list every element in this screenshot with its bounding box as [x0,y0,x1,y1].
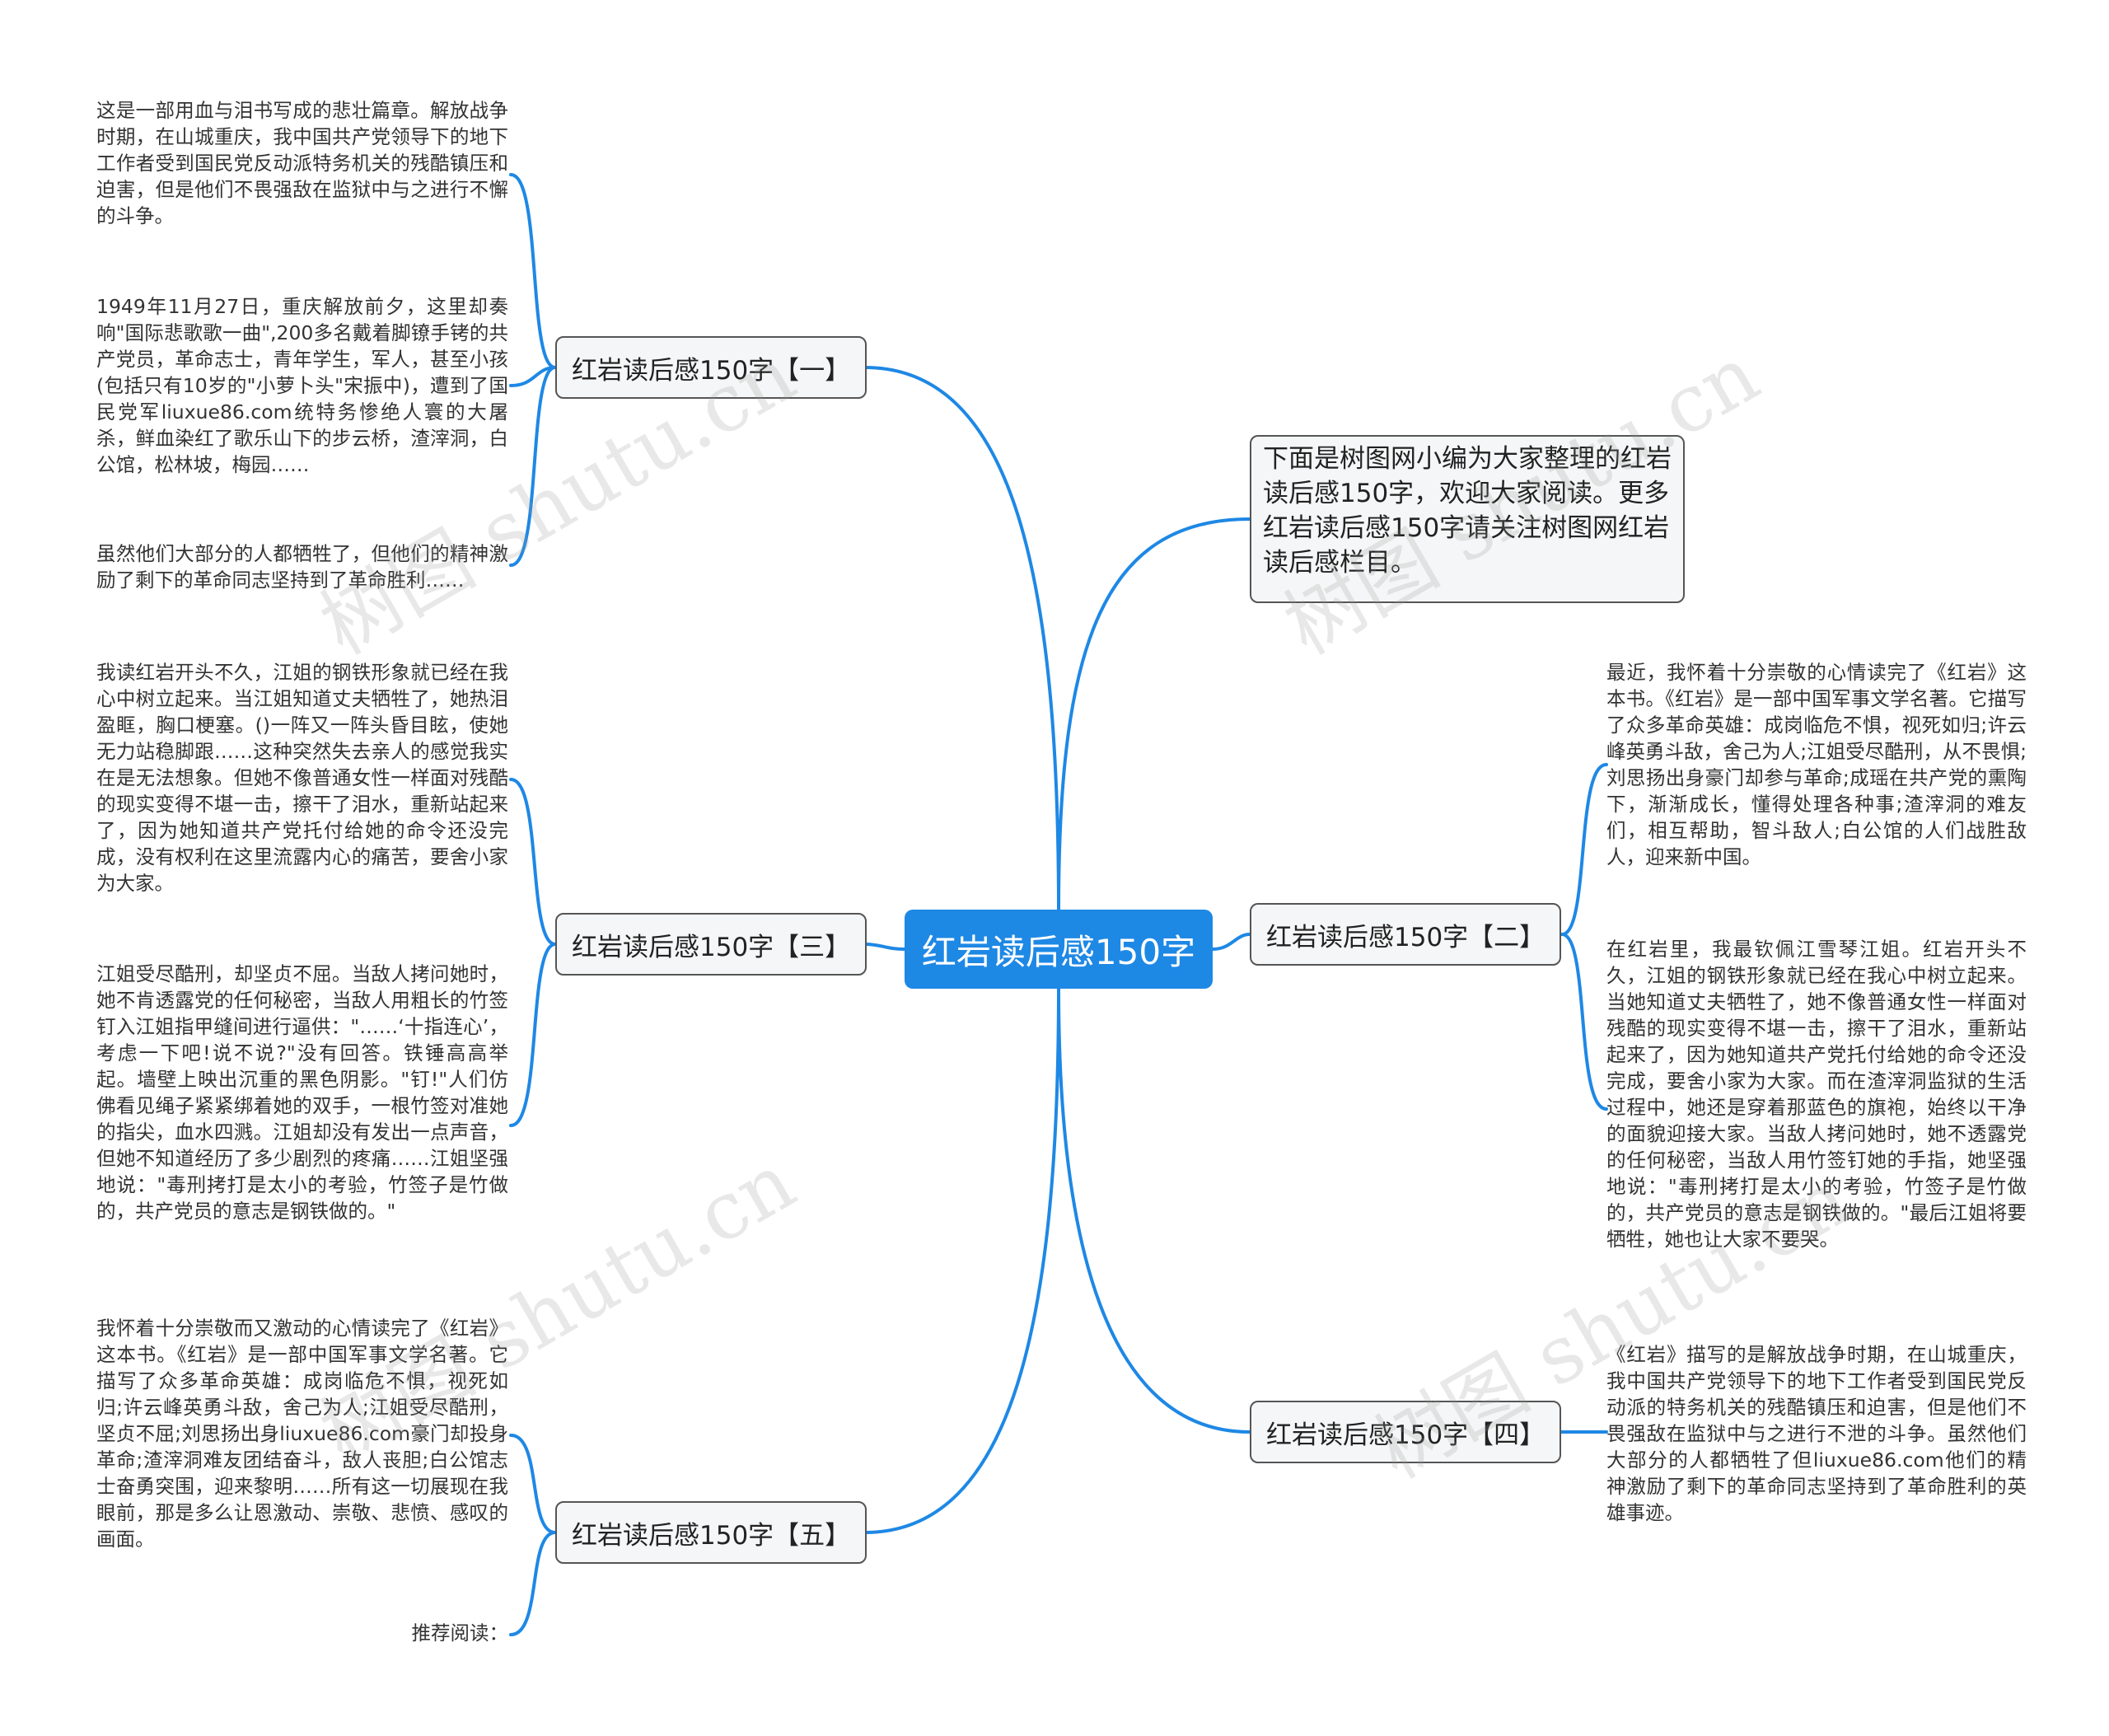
connector-b5-leaf2 [509,1531,557,1636]
connector-b3-leaf1 [509,778,557,946]
branch-label: 红岩读后感150字【二】 [1266,922,1546,952]
connector-b3-leaf2 [509,943,557,1127]
connector-root-b5 [863,987,1060,1534]
branch-label: 红岩读后感150字【五】 [572,1520,851,1551]
leaf-text: 推荐阅读： [411,1621,509,1645]
leaf-text: 虽然他们大部分的人都牺牲了，但他们的精神激励了剩下的革命同志坚持到了革命胜利…… [96,542,508,592]
leaf-text: 江姐受尽酷刑，却坚贞不屈。当敌人拷问她时，她不肯透露党的任何秘密，当敌人用粗长的… [96,962,508,1223]
leaf-text: 《红岩》描写的是解放战争时期，在山城重庆，我中国共产党领导下的地下工作者受到国民… [1606,1343,2027,1524]
leaf-text: 我读红岩开头不久，江姐的钢铁形象就已经在我心中树立起来。当江姐知道丈夫牺牲了，她… [96,661,508,895]
branch-label: 红岩读后感150字【一】 [572,355,851,386]
branch-node-4[interactable]: 红岩读后感150字【四】 [1250,1401,1562,1463]
root-node[interactable]: 红岩读后感150字 [905,910,1213,989]
branch-label: 红岩读后感150字【四】 [1266,1420,1546,1450]
connector-b2-leaf1 [1560,763,1608,936]
branch-node-2[interactable]: 红岩读后感150字【二】 [1250,903,1562,966]
intro-text: 下面是树图网小编为大家整理的红岩读后感150字，欢迎大家阅读。更多红岩读后感15… [1263,444,1672,578]
connector-root-b1 [863,366,1060,911]
connector-b1-leaf1 [509,173,557,369]
connector-b5-leaf1 [509,1434,557,1534]
connector-root-b2 [1211,933,1251,951]
branch-node-1[interactable]: 红岩读后感150字【一】 [555,336,867,399]
branch-node-5[interactable]: 红岩读后感150字【五】 [555,1501,867,1564]
connector-root-intro [1057,517,1251,911]
connector-b1-leaf3 [509,366,557,567]
leaf-text: 在红岩里，我最钦佩江雪琴江姐。红岩开头不久，江姐的钢铁形象就已经在我心中树立起来… [1606,938,2027,1251]
root-label: 红岩读后感150字 [921,931,1196,972]
intro-node[interactable]: 下面是树图网小编为大家整理的红岩读后感150字，欢迎大家阅读。更多红岩读后感15… [1250,435,1685,603]
connector-root-b4 [1057,987,1251,1434]
leaf-text: 这是一部用血与泪书写成的悲壮篇章。解放战争时期，在山城重庆，我中国共产党领导下的… [96,99,508,227]
leaf-text: 1949年11月27日，重庆解放前夕，这里却奏响"国际悲歌歌一曲",200多名戴… [96,295,508,476]
leaf-text: 我怀着十分崇敬而又激动的心情读完了《红岩》这本书。《红岩》是一部中国军事文学名著… [96,1317,508,1551]
connector-root-b3 [863,943,906,951]
leaf-text: 最近，我怀着十分崇敬的心情读完了《红岩》这本书。《红岩》是一部中国军事文学名著。… [1606,661,2027,868]
connector-b2-leaf2 [1560,933,1608,1111]
branch-node-3[interactable]: 红岩读后感150字【三】 [555,913,867,976]
branch-label: 红岩读后感150字【三】 [572,932,851,962]
